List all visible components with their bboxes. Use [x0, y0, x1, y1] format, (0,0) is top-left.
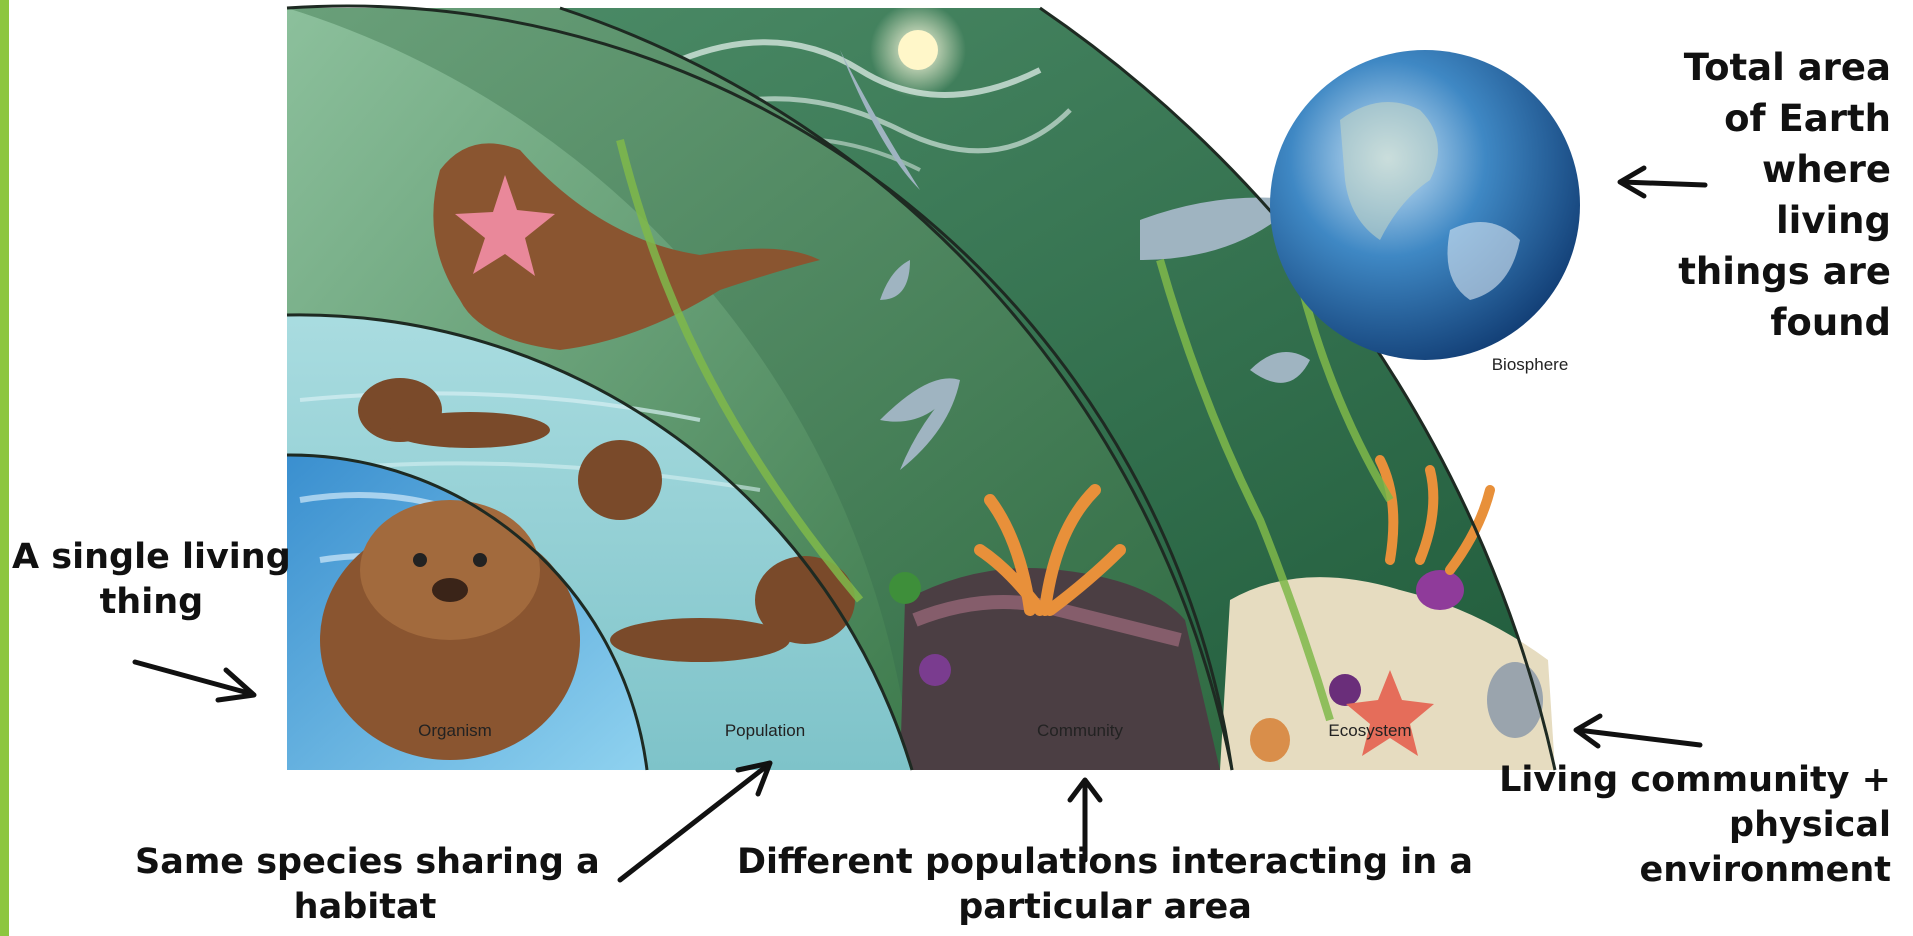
- callout-ecosystem-line-2: physical: [1499, 803, 1891, 848]
- callout-community-line-1: Different populations interacting in a: [735, 840, 1475, 885]
- callout-biosphere-line-2: of Earth: [1678, 93, 1891, 144]
- arrow-ecosystem: [1576, 716, 1700, 746]
- callout-biosphere-line-5: things are: [1678, 246, 1891, 297]
- callout-biosphere-line-4: living: [1678, 195, 1891, 246]
- callout-biosphere-line-1: Total area: [1678, 42, 1891, 93]
- callout-population-line-1: Same species sharing a: [135, 840, 595, 885]
- zone-label-organism: Organism: [418, 721, 492, 740]
- callout-ecosystem: Living community + physical environment: [1499, 758, 1891, 893]
- callout-organism: A single living thing: [12, 535, 291, 625]
- callout-community-line-2: particular area: [735, 885, 1475, 930]
- callout-ecosystem-line-3: environment: [1499, 848, 1891, 893]
- arrow-organism: [135, 662, 254, 700]
- zone-label-population: Population: [725, 721, 805, 740]
- callout-biosphere: Total area of Earth where living things …: [1678, 42, 1891, 348]
- earth-globe-illustration: [1270, 50, 1580, 360]
- callout-community: Different populations interacting in a p…: [735, 840, 1475, 930]
- callout-population-line-2: habitat: [135, 885, 595, 930]
- zone-label-community: Community: [1037, 721, 1123, 740]
- callout-biosphere-line-6: found: [1678, 297, 1891, 348]
- callout-biosphere-line-3: where: [1678, 144, 1891, 195]
- callout-organism-line-2: thing: [12, 580, 291, 625]
- zone-label-ecosystem: Ecosystem: [1328, 721, 1411, 740]
- callout-population: Same species sharing a habitat: [135, 840, 595, 930]
- callout-organism-line-1: A single living: [12, 535, 291, 580]
- callout-ecosystem-line-1: Living community +: [1499, 758, 1891, 803]
- zone-label-biosphere: Biosphere: [1492, 355, 1569, 374]
